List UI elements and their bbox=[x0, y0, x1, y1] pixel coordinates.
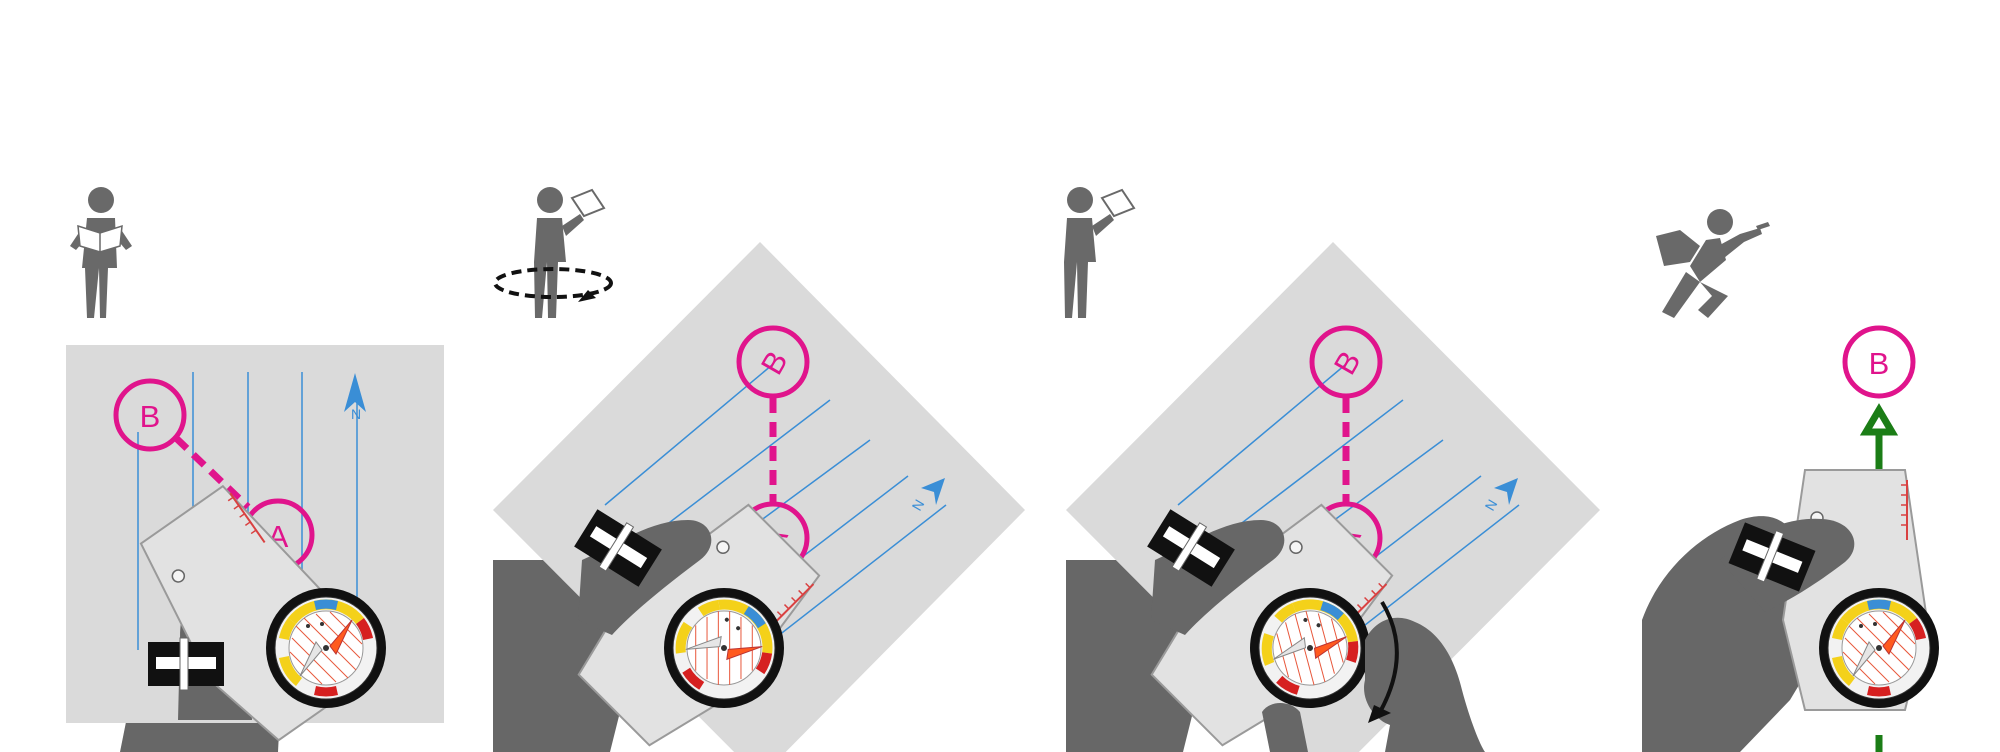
person-holding-map-icon bbox=[1064, 187, 1136, 318]
compass-icon bbox=[265, 587, 387, 709]
north-label: N bbox=[351, 406, 361, 422]
point-b-marker: B bbox=[1842, 325, 1916, 399]
panel-1: N B A bbox=[66, 187, 444, 752]
svg-text:B: B bbox=[140, 399, 161, 434]
thumb-band bbox=[147, 637, 225, 691]
north-arrow-icon: N bbox=[344, 373, 366, 422]
svg-text:B: B bbox=[1869, 346, 1890, 381]
compass-icon bbox=[1818, 587, 1940, 709]
route-line bbox=[173, 435, 251, 510]
panel-2: N B A bbox=[493, 187, 1025, 752]
person-rotating-icon bbox=[493, 187, 613, 318]
second-hand-icon bbox=[1262, 617, 1485, 752]
person-running-icon bbox=[1656, 209, 1770, 318]
panel-3: N B A bbox=[1064, 187, 1600, 752]
person-reading-icon bbox=[70, 187, 132, 318]
panel-4: B bbox=[1642, 209, 1940, 752]
rotate-housing-arrow-icon bbox=[1368, 600, 1399, 723]
bearing-arrowhead bbox=[1859, 403, 1899, 436]
point-b-marker: B bbox=[113, 378, 187, 452]
